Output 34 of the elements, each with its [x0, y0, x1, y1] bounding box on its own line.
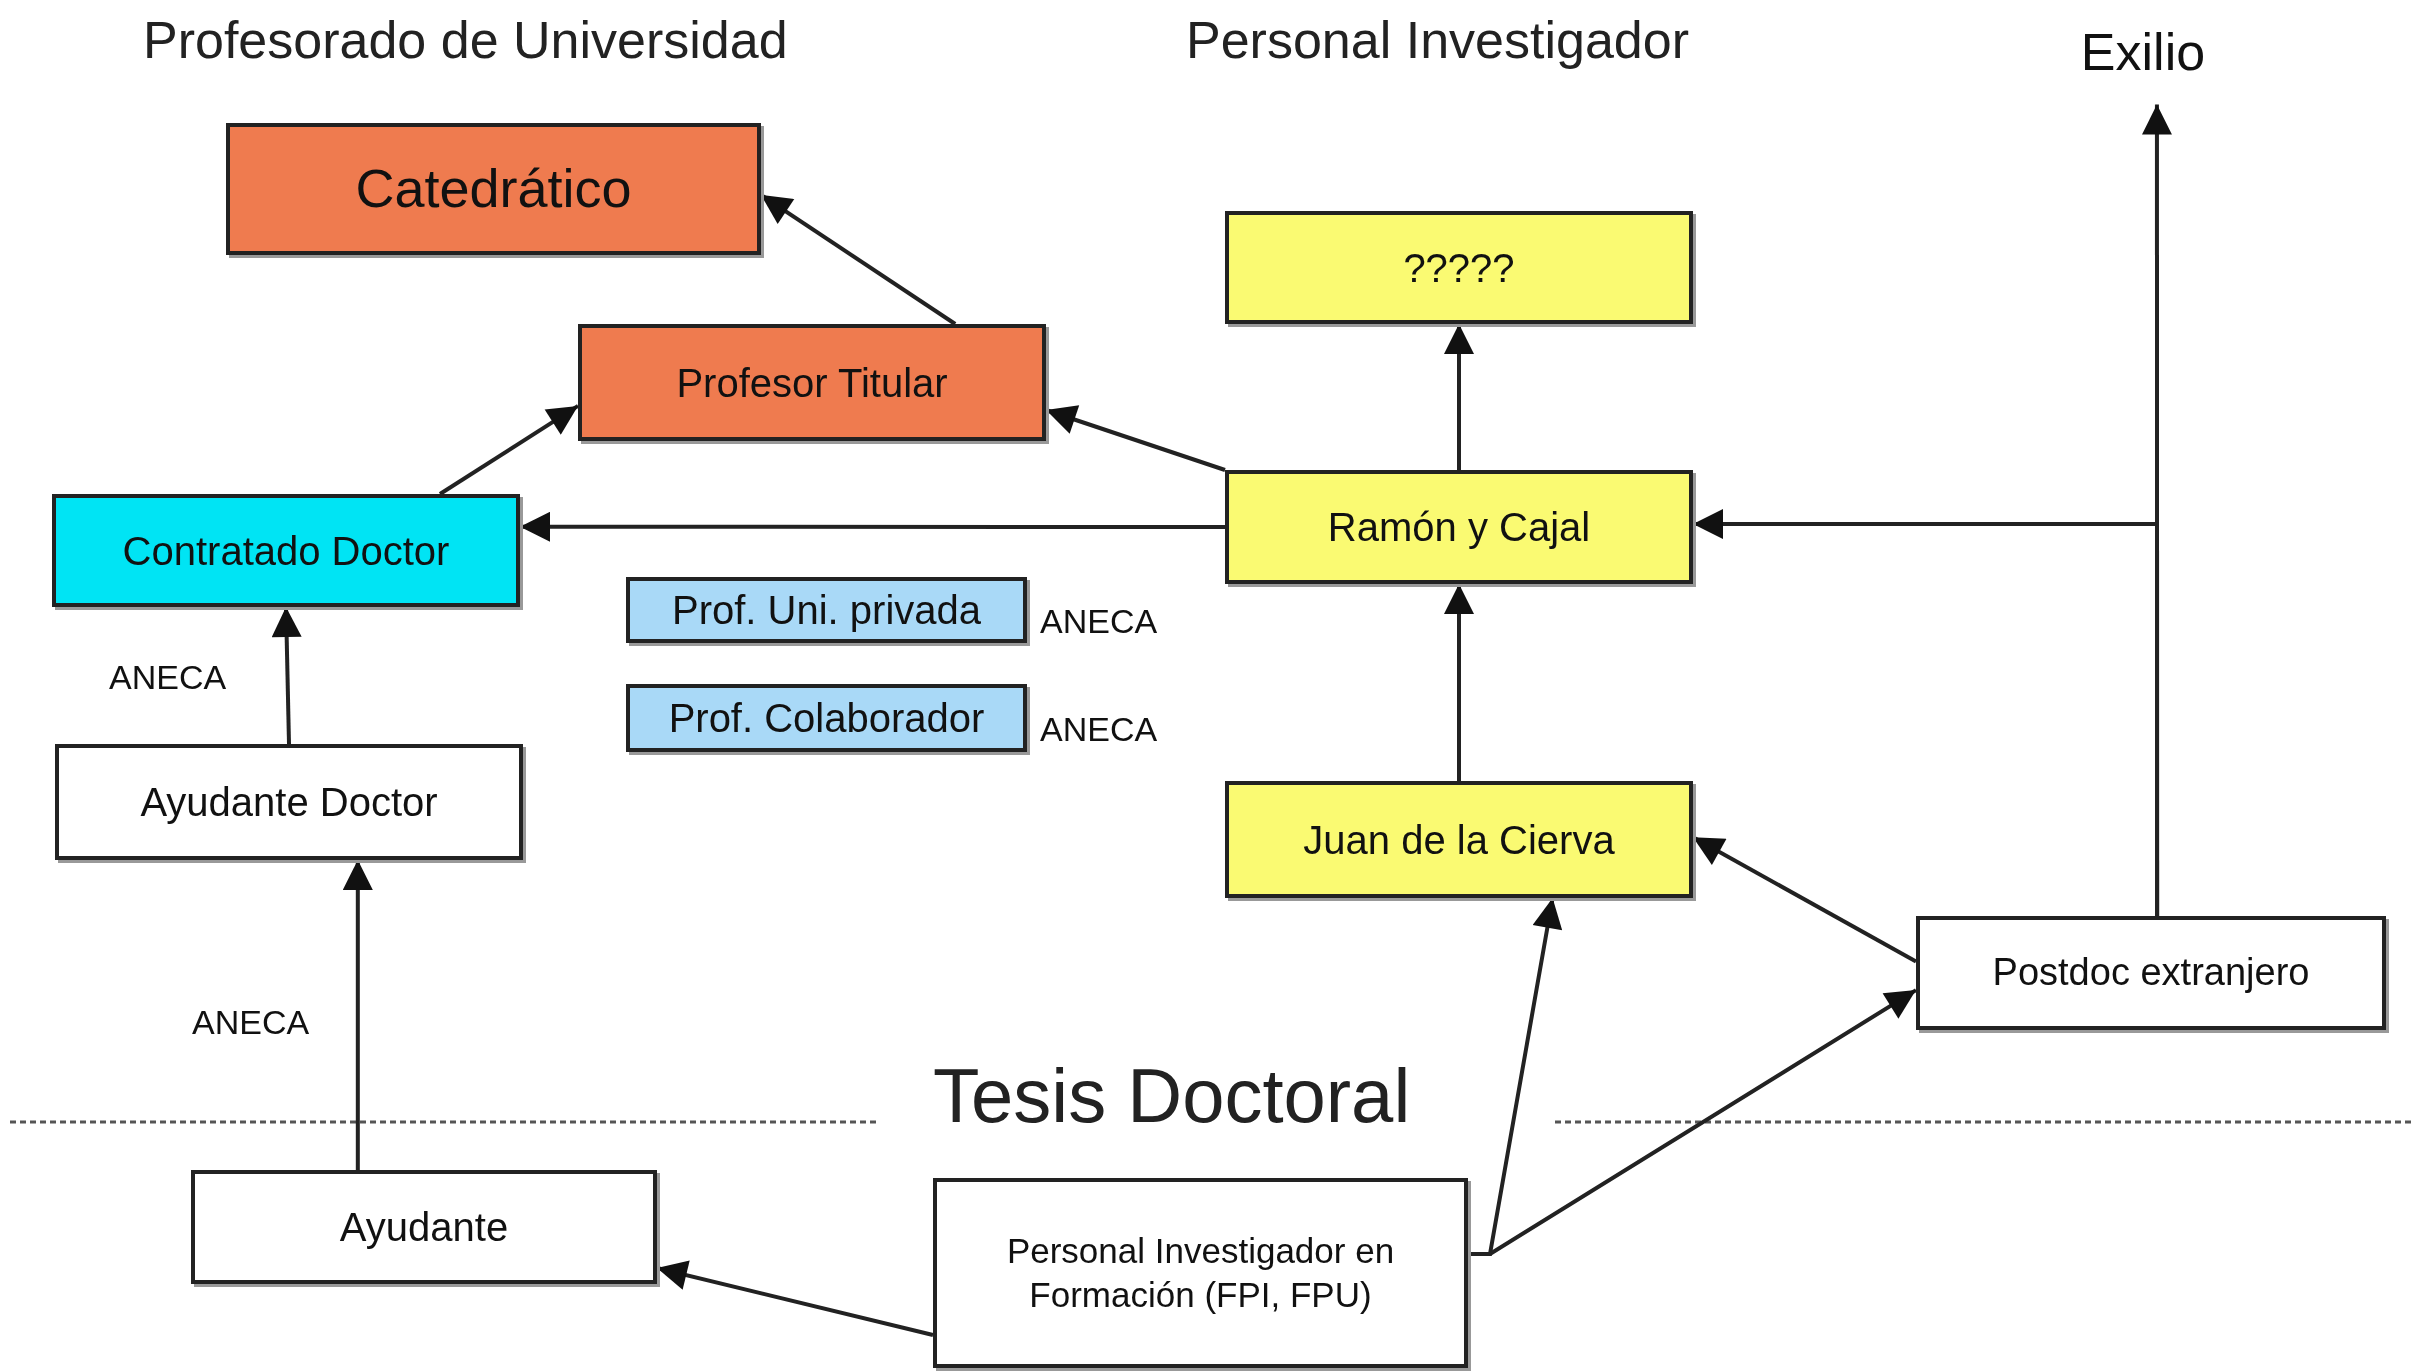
box-label: Catedrático — [354, 157, 633, 221]
process-box — [1225, 211, 1693, 324]
arrow — [1468, 988, 1918, 1256]
box-label: Contratado Doctor — [121, 527, 451, 575]
box-label: Personal Investigador en Formación (FPI, FPU) — [1005, 1230, 1396, 1316]
process-box — [578, 324, 1046, 441]
process-box — [626, 684, 1027, 752]
note-label: ANECA — [1040, 604, 1158, 638]
process-box — [1225, 781, 1693, 898]
node-label: Exilio — [2058, 20, 2228, 85]
arrow — [520, 511, 1225, 542]
box-label: Postdoc extranjero — [1991, 950, 2311, 996]
process-box — [52, 494, 520, 607]
process-box — [55, 744, 523, 860]
arrow — [1444, 584, 1474, 781]
note-label: ANECA — [1040, 712, 1158, 746]
arrow — [1693, 509, 2160, 916]
box-label: Prof. Uni. privada — [671, 587, 982, 634]
process-box — [1225, 470, 1693, 584]
arrow — [342, 860, 373, 1170]
box-label: Ayudante Doctor — [139, 779, 439, 826]
box-label: Juan de la Cierva — [1302, 816, 1616, 864]
box-label: Profesor Titular — [675, 359, 949, 407]
arrow — [438, 404, 580, 496]
process-box — [626, 577, 1027, 643]
process-box — [1916, 916, 2386, 1030]
process-box — [226, 123, 761, 255]
process-box — [933, 1178, 1468, 1368]
process-box — [191, 1170, 657, 1284]
box-label: Prof. Colaborador — [667, 695, 986, 742]
box-label: ????? — [1402, 244, 1516, 292]
arrow — [1444, 324, 1474, 470]
box-label: Ayudante — [338, 1204, 510, 1251]
box-label: Ramón y Cajal — [1326, 504, 1592, 551]
